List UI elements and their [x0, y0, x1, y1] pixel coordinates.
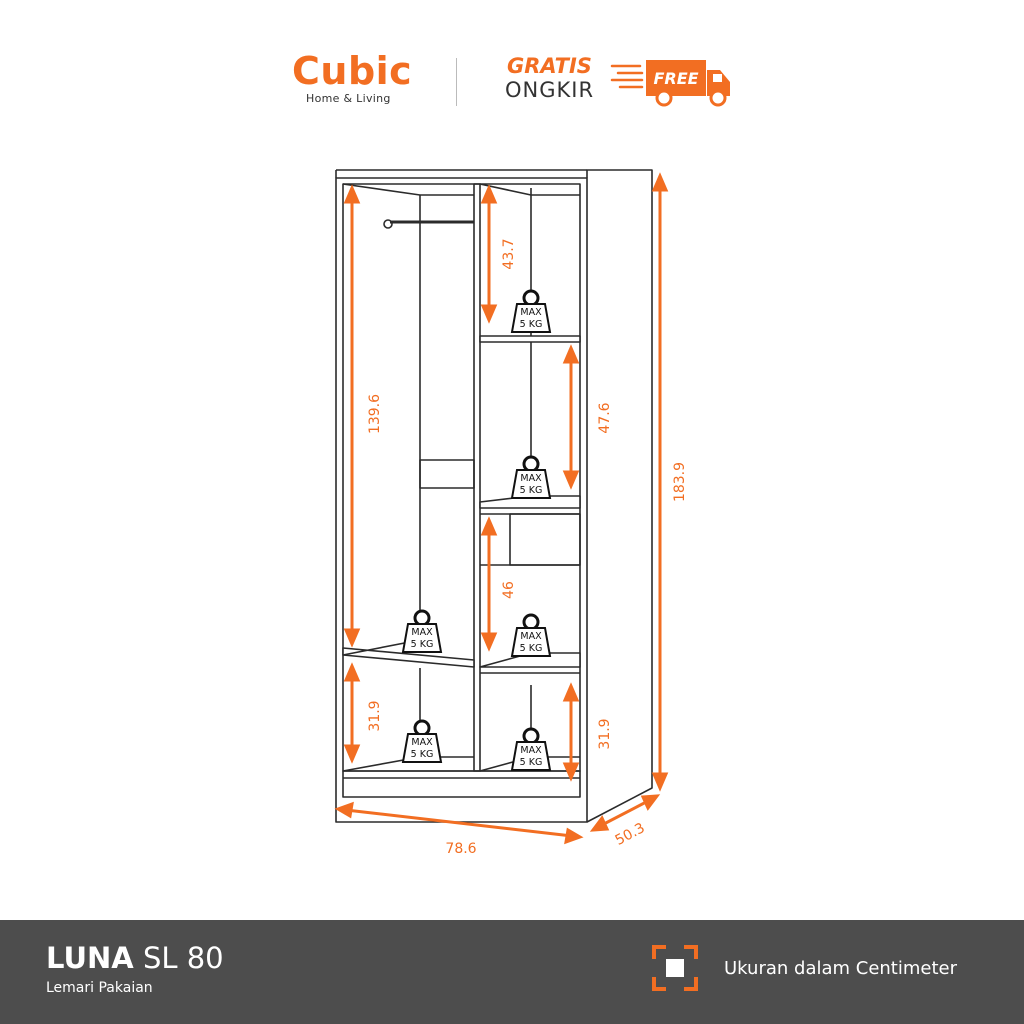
dimension-right-bottom-shelf: 31.9 — [597, 718, 613, 749]
measurement-frame-icon — [652, 945, 698, 991]
drawer-box — [509, 513, 581, 566]
weight-kg-label: 5 KG — [520, 319, 543, 330]
header: Cubic Home & Living GRATIS ONGKIR FREE — [0, 0, 1024, 130]
weight-kg-label: 5 KG — [411, 749, 434, 760]
center-divider — [473, 183, 481, 772]
dimension-hanging-compartment: 139.6 — [367, 394, 383, 434]
delivery-truck-icon: FREE — [610, 60, 730, 107]
dimension-overall-width: 78.6 — [445, 841, 476, 857]
left-shelf — [342, 647, 475, 668]
weight-limit-icon: MAX 5 KG — [401, 719, 443, 763]
footer-bar: LUNA SL 80 Lemari Pakaian Ukuran dalam C… — [0, 920, 1024, 1024]
promo-gratis: GRATIS — [507, 54, 592, 78]
wardrobe-side-panel — [586, 169, 653, 823]
truck-free-label: FREE — [653, 69, 698, 88]
weight-kg-label: 5 KG — [520, 485, 543, 496]
weight-limit-icon: MAX 5 KG — [510, 289, 552, 333]
weight-max-label: MAX — [411, 627, 433, 638]
right-shelf-1 — [479, 335, 581, 343]
weight-max-label: MAX — [520, 473, 542, 484]
header-divider — [456, 58, 457, 106]
brand-tagline: Home & Living — [306, 92, 391, 105]
weight-kg-label: 5 KG — [520, 643, 543, 654]
weight-max-label: MAX — [520, 745, 542, 756]
weight-max-label: MAX — [520, 631, 542, 642]
brand-logo: Cubic — [292, 49, 413, 93]
product-name-bold: LUNA — [46, 941, 134, 975]
weight-max-label: MAX — [520, 307, 542, 318]
weight-limit-icon: MAX 5 KG — [401, 609, 443, 653]
unit-note: Ukuran dalam Centimeter — [724, 958, 958, 979]
weight-limit-icon: MAX 5 KG — [510, 455, 552, 499]
promo-ongkir: ONGKIR — [505, 78, 595, 102]
product-name-model: SL 80 — [142, 941, 224, 975]
dimension-right-third-shelf: 46 — [501, 581, 517, 599]
dimension-right-top-shelf: 43.7 — [501, 238, 517, 269]
dimension-left-bottom-shelf: 31.9 — [367, 700, 383, 731]
weight-max-label: MAX — [411, 737, 433, 748]
wardrobe-diagram: 183.9 139.6 31.9 43.7 47.6 46 31.9 78.6 … — [334, 169, 688, 857]
dimension-right-second-shelf: 47.6 — [597, 402, 613, 433]
product-type: Lemari Pakaian — [46, 980, 153, 996]
dimension-depth: 50.3 — [613, 820, 648, 849]
weight-limit-icon: MAX 5 KG — [510, 727, 552, 771]
weight-kg-label: 5 KG — [520, 757, 543, 768]
product-name: LUNA SL 80 — [46, 944, 224, 973]
right-shelf-3 — [479, 652, 581, 668]
wardrobe-plinth — [342, 770, 581, 798]
weight-limit-icon: MAX 5 KG — [510, 613, 552, 657]
weight-kg-label: 5 KG — [411, 639, 434, 650]
dimension-overall-height: 183.9 — [672, 462, 688, 502]
